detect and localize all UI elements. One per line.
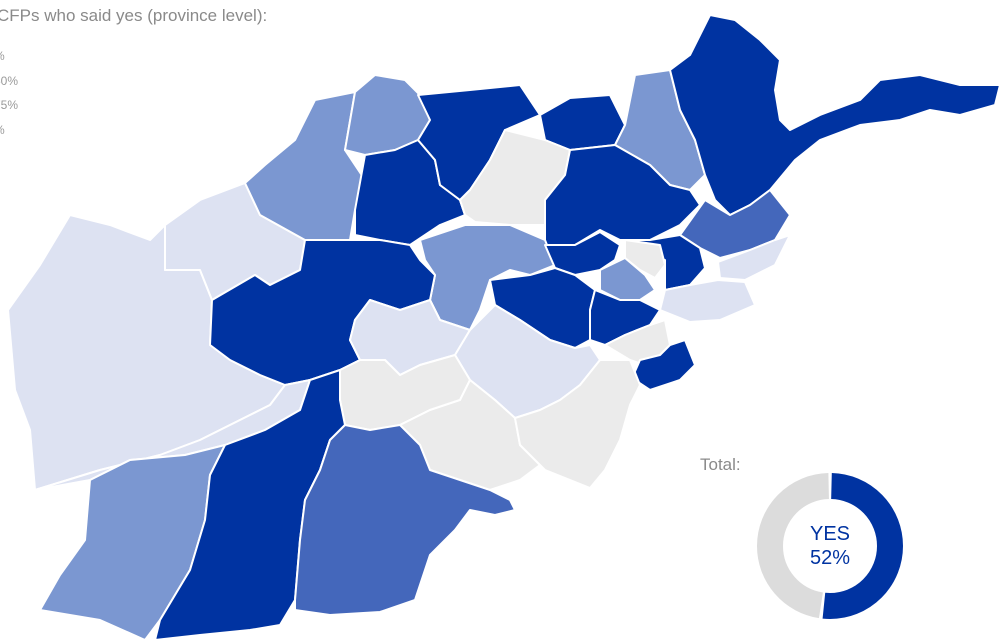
yes-label: YES (809, 523, 851, 545)
legend-item: 75% (0, 98, 19, 112)
total-donut: YES 52% (750, 466, 910, 626)
total-label: Total: (700, 455, 741, 474)
legend-item: % (0, 48, 18, 73)
donut-yes-ring (757, 473, 903, 619)
legend-item: % (0, 122, 18, 147)
legend-item: 50% (0, 73, 19, 88)
province-kandahar (294, 424, 516, 616)
donut-chart (757, 473, 903, 619)
province-paktika (514, 359, 641, 489)
yes-value: 52% (809, 547, 851, 569)
province-kunar (717, 234, 791, 281)
province-kunduz (539, 94, 626, 151)
map-title: CFPs who said yes (province level): (0, 6, 268, 25)
province-kabul (599, 257, 656, 301)
province-nangarhar (659, 279, 756, 323)
province-badakhshan (669, 14, 1001, 216)
donut-center-text: YES 52% (750, 466, 910, 626)
map-legend: % 50% 75% % (0, 48, 18, 146)
donut-rest-ring (757, 473, 903, 619)
province-badghis (244, 91, 366, 241)
